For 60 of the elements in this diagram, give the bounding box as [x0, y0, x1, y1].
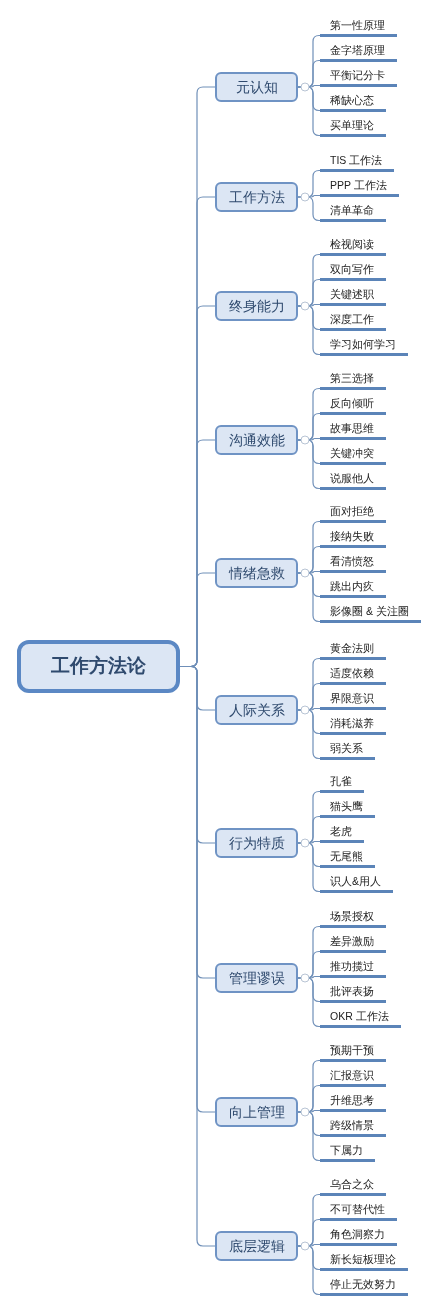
leaf-topic: 角色洞察力: [320, 1226, 397, 1246]
leaf-topic: 推功揽过: [320, 958, 386, 978]
leaf-topic: 关键冲突: [320, 445, 386, 465]
leaf-topic: 预期干预: [320, 1042, 386, 1062]
leaf-topic: 平衡记分卡: [320, 67, 397, 87]
leaf-topic: 消耗滋养: [320, 715, 386, 735]
leaf-topic: 双向写作: [320, 261, 386, 281]
branch-topic: 底层逻辑: [215, 1231, 298, 1261]
leaf-topic: 识人&用人: [320, 873, 393, 893]
leaf-topic: 买单理论: [320, 117, 386, 137]
leaf-topic: 接纳失败: [320, 528, 386, 548]
leaf-topic: 稀缺心态: [320, 92, 386, 112]
leaf-topic: 跳出内疚: [320, 578, 386, 598]
leaf-topic: 学习如何学习: [320, 336, 408, 356]
leaf-topic: 场景授权: [320, 908, 386, 928]
leaf-topic: 金字塔原理: [320, 42, 397, 62]
leaf-topic: 老虎: [320, 823, 364, 843]
branch-topic: 终身能力: [215, 291, 298, 321]
leaf-topic: 第一性原理: [320, 17, 397, 37]
leaf-topic: 说服他人: [320, 470, 386, 490]
branch-topic: 工作方法: [215, 182, 298, 212]
leaf-topic: 故事思维: [320, 420, 386, 440]
leaf-topic: 界限意识: [320, 690, 386, 710]
leaf-topic: 影像圈 & 关注圈: [320, 603, 421, 623]
leaf-topic: 清单革命: [320, 202, 386, 222]
leaf-topic: PPP 工作法: [320, 177, 399, 197]
branch-topic: 沟通效能: [215, 425, 298, 455]
leaf-topic: 下属力: [320, 1142, 375, 1162]
leaf-topic: 孔雀: [320, 773, 364, 793]
leaf-topic: 关键述职: [320, 286, 386, 306]
leaf-topic: 检视阅读: [320, 236, 386, 256]
leaf-topic: 差异激励: [320, 933, 386, 953]
leaf-topic: 黄金法则: [320, 640, 386, 660]
leaf-topic: 猫头鹰: [320, 798, 375, 818]
leaf-topic: 不可替代性: [320, 1201, 397, 1221]
leaf-topic: 跨级情景: [320, 1117, 386, 1137]
leaf-topic: OKR 工作法: [320, 1008, 401, 1028]
leaf-topic: 反向倾听: [320, 395, 386, 415]
leaf-topic: 无尾熊: [320, 848, 375, 868]
leaf-topic: 适度依赖: [320, 665, 386, 685]
branch-topic: 元认知: [215, 72, 298, 102]
leaf-topic: 第三选择: [320, 370, 386, 390]
branch-topic: 管理谬误: [215, 963, 298, 993]
connector-line: [297, 196, 321, 222]
branch-topic: 情绪急救: [215, 558, 298, 588]
root-topic: 工作方法论: [17, 640, 180, 693]
branch-topic: 行为特质: [215, 828, 298, 858]
leaf-topic: 深度工作: [320, 311, 386, 331]
branch-topic: 人际关系: [215, 695, 298, 725]
leaf-topic: 弱关系: [320, 740, 375, 760]
leaf-topic: 批评表扬: [320, 983, 386, 1003]
leaf-topic: TIS 工作法: [320, 152, 395, 172]
leaf-topic: 面对拒绝: [320, 503, 386, 523]
leaf-topic: 看清愤怒: [320, 553, 386, 573]
leaf-topic: 汇报意识: [320, 1067, 386, 1087]
leaf-topic: 乌合之众: [320, 1176, 386, 1196]
leaf-topic: 新长短板理论: [320, 1251, 408, 1271]
leaf-topic: 升维思考: [320, 1092, 386, 1112]
branch-topic: 向上管理: [215, 1097, 298, 1127]
leaf-topic: 停止无效努力: [320, 1276, 408, 1296]
